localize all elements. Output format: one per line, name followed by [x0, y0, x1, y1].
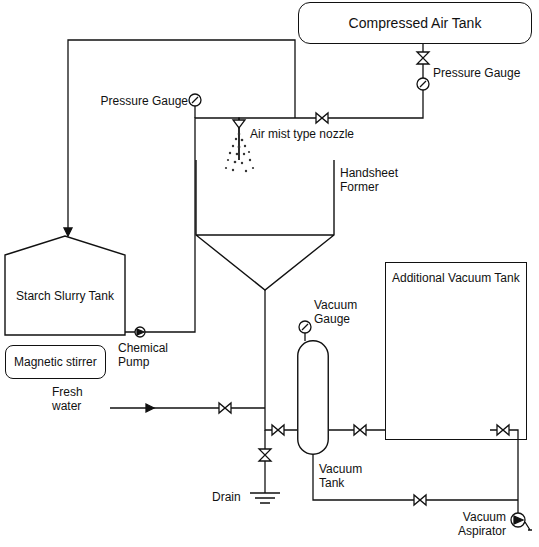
- aspirator-label: Vacuum Aspirator: [440, 510, 506, 539]
- stirrer-box: Magnetic stirrer: [5, 345, 106, 379]
- nozzle-label: Air mist type nozzle: [250, 127, 380, 141]
- node-text: Handsheet Former: [340, 166, 420, 195]
- shape-outline: [5, 236, 125, 335]
- spray-mist: [244, 145, 246, 147]
- spray-mist: [243, 153, 245, 155]
- tank-outline: [298, 341, 329, 455]
- node-text: Compressed Air Tank: [349, 15, 482, 32]
- pump-mark: [137, 329, 144, 335]
- node-text: Magnetic stirrer: [14, 355, 97, 369]
- gauge-stem: [304, 333, 305, 341]
- handsheet-former-outline: [195, 160, 335, 290]
- slurry-tank: Starch Slurry Tank: [5, 235, 125, 335]
- gauge-label: Pressure Gauge: [96, 94, 188, 108]
- drain-ground: [250, 493, 280, 503]
- spray-mist: [252, 167, 254, 169]
- spray-mist: [249, 159, 251, 161]
- bottom-line: [313, 455, 518, 500]
- water-label: Fresh water: [52, 385, 108, 414]
- gauge-stem: [194, 106, 195, 118]
- spray-mist: [241, 162, 243, 164]
- valve: [414, 495, 426, 505]
- pipe-connector: [239, 44, 423, 160]
- spray-mist: [241, 139, 244, 142]
- vacuum-tank: Vacuum Tank: [297, 340, 329, 455]
- vacuum-tank-outline: [297, 340, 329, 455]
- aspirator-mark: [514, 516, 523, 524]
- pressure-gauge: [189, 94, 201, 106]
- air-tank-box: Compressed Air Tank: [298, 2, 532, 44]
- valve: [417, 52, 429, 64]
- valve: [259, 449, 271, 461]
- valve: [497, 425, 509, 435]
- pipe-connector: [125, 118, 239, 332]
- pressure-gauge: [417, 78, 429, 90]
- slurry-tank-outline: [5, 235, 125, 335]
- drain-label: Drain: [212, 490, 252, 504]
- gauge-needle: [302, 324, 308, 330]
- spray-mist: [234, 161, 237, 164]
- spray-mist: [238, 133, 241, 136]
- spray-mist: [232, 145, 234, 147]
- node-text: Starch Slurry Tank: [16, 289, 114, 303]
- node-text: Vacuum Tank: [319, 462, 377, 491]
- fresh-water-line: [110, 407, 265, 408]
- nozzle: [233, 120, 245, 128]
- spray-mist: [245, 170, 247, 172]
- vacuum-aspirator: [511, 513, 525, 527]
- valve: [316, 113, 328, 123]
- spray-mist: [229, 152, 231, 154]
- spray-mist: [248, 151, 250, 153]
- spray-mist: [235, 138, 237, 140]
- spray-mist: [225, 133, 254, 173]
- aspirator-outlet: [525, 522, 532, 530]
- handsheet-former: Handsheet Former: [195, 160, 335, 290]
- pipe-connector: [265, 290, 297, 430]
- node-text: Additional Vacuum Tank: [392, 271, 520, 285]
- spray-mist: [227, 159, 229, 161]
- gauge-needle: [192, 97, 198, 103]
- shape-outline: [196, 160, 334, 290]
- arrow-head: [146, 404, 154, 412]
- pump-label: Chemical Pump: [118, 341, 180, 370]
- arrow-head: [64, 228, 72, 236]
- gauge-label: Vacuum Gauge: [314, 298, 374, 327]
- spray-mist: [225, 167, 227, 169]
- vacuum-gauge: [299, 321, 311, 333]
- gauge-label: Pressure Gauge: [433, 66, 533, 80]
- spray-mist: [232, 169, 234, 171]
- gauge-needle: [420, 81, 426, 87]
- valve: [272, 425, 284, 435]
- chemical-pump: [135, 327, 145, 337]
- spray-mist: [236, 153, 239, 156]
- spray-mist: [238, 146, 241, 149]
- valve: [354, 425, 366, 435]
- additional-vacuum-tank: Additional Vacuum Tank: [385, 262, 527, 440]
- valve: [219, 403, 231, 413]
